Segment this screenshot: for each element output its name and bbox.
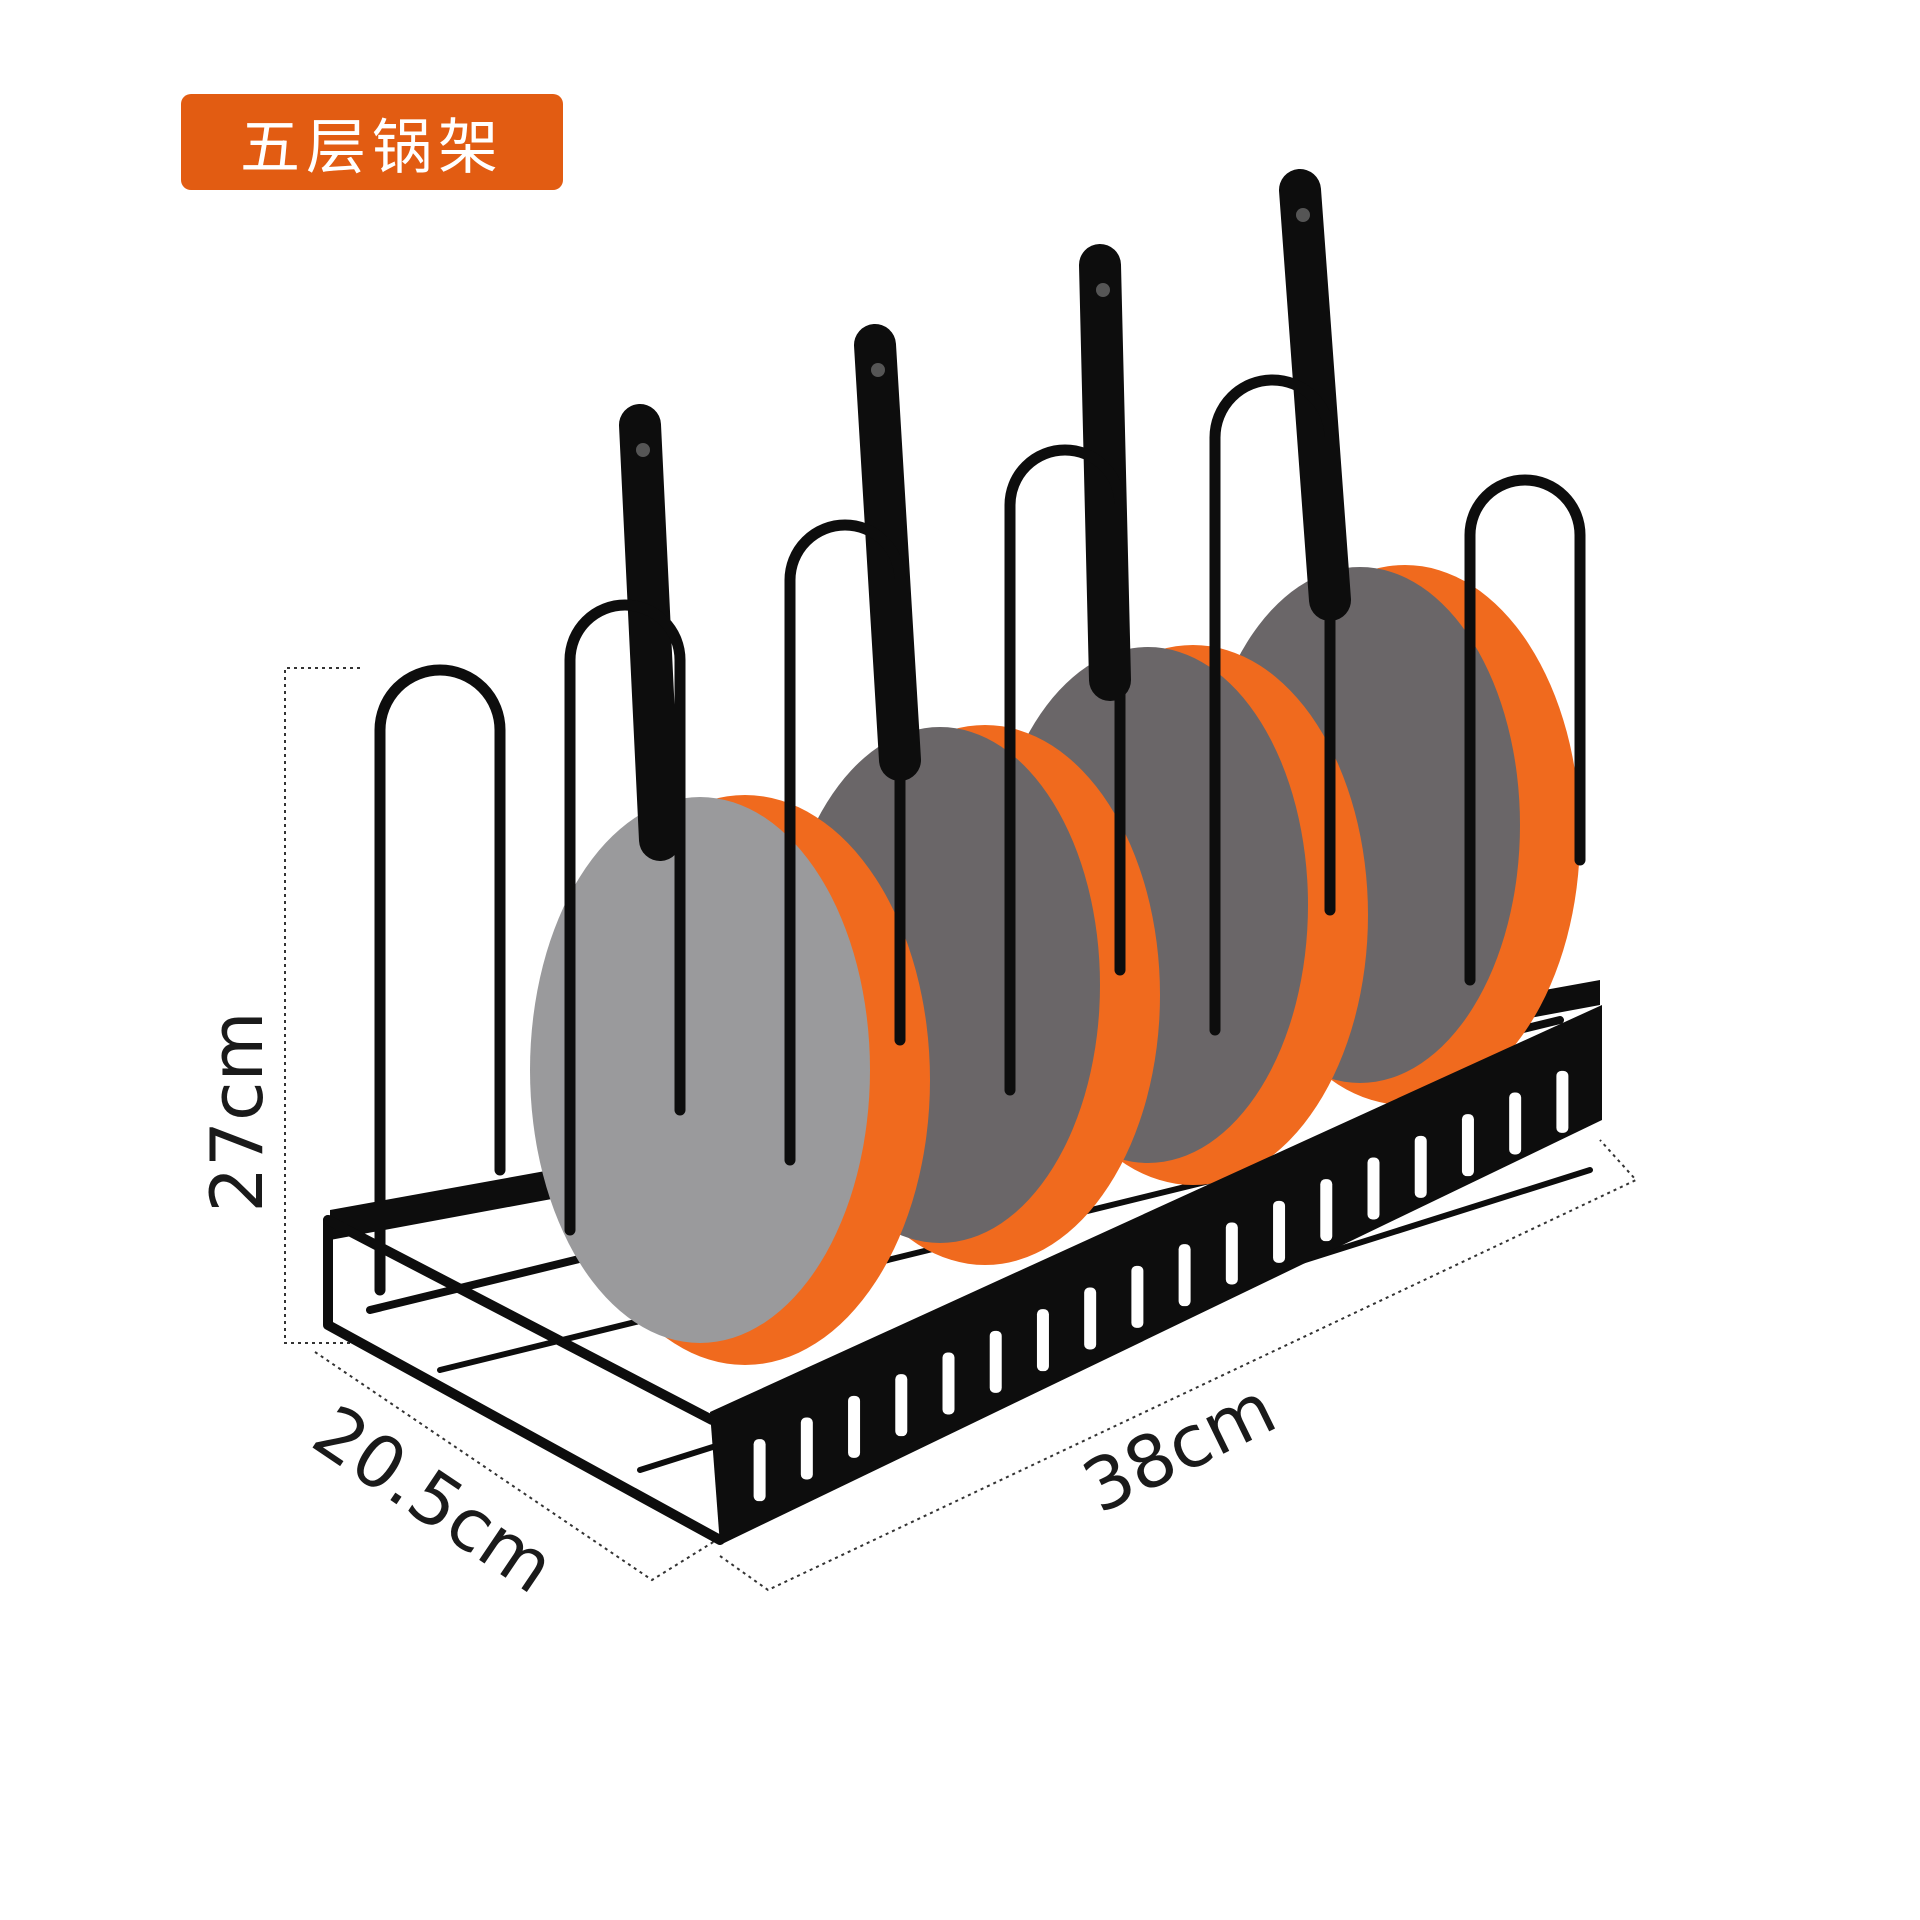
- rack-divider: [784, 519, 906, 1166]
- pan-handle: [619, 404, 681, 861]
- rack-slot: [1461, 1114, 1474, 1177]
- rack-front-panel-plate: [710, 1005, 1602, 1545]
- rack-divider: [374, 664, 506, 1296]
- rack-slot: [1036, 1309, 1049, 1372]
- pan-handle-hole: [1296, 208, 1310, 222]
- rack-slot: [753, 1439, 766, 1502]
- pan-interior: [530, 797, 870, 1343]
- rack-slot: [1320, 1179, 1333, 1242]
- rack-slot: [1225, 1222, 1238, 1285]
- rack-divider: [1209, 374, 1336, 1036]
- pan-handle-hole: [636, 443, 650, 457]
- rack-slot: [942, 1352, 955, 1415]
- rack-slot: [800, 1417, 813, 1480]
- rack-slot: [1084, 1287, 1097, 1350]
- dimension-guides: [284, 667, 1638, 1592]
- width-label: 38cm: [1070, 1366, 1288, 1530]
- depth-label: 20.5cm: [299, 1389, 570, 1610]
- pan-handle-hole: [871, 363, 885, 377]
- rack-slot: [1414, 1135, 1427, 1198]
- product-variant-badge: 五层锅架: [181, 94, 563, 190]
- rack-slot: [1131, 1265, 1144, 1328]
- rack-slot: [1556, 1070, 1569, 1133]
- rack-slot: [989, 1330, 1002, 1393]
- rack-slot: [1509, 1092, 1522, 1155]
- rack-dividers: [374, 374, 1586, 1296]
- rack-front-panel: [710, 1005, 1602, 1545]
- height-guide-line: [284, 667, 360, 1344]
- rack-divider: [1464, 474, 1586, 986]
- width-guide-line: [719, 1139, 1638, 1592]
- rack-slot: [895, 1374, 908, 1437]
- depth-guide-line: [314, 1351, 724, 1582]
- rack-left-top-rail: [323, 1215, 717, 1425]
- height-label: 27cm: [195, 1011, 279, 1212]
- rack-slot: [1178, 1244, 1191, 1307]
- rack-divider: [564, 599, 686, 1236]
- pans: [530, 169, 1580, 1365]
- rack-divider: [1004, 444, 1126, 1096]
- rack-slot: [1273, 1200, 1286, 1263]
- rack-slot: [1367, 1157, 1380, 1220]
- rack-front-slots: [753, 1070, 1569, 1502]
- pan-handle-hole: [1096, 283, 1110, 297]
- rack-slot: [848, 1395, 861, 1458]
- rack-left-end: [323, 1215, 725, 1545]
